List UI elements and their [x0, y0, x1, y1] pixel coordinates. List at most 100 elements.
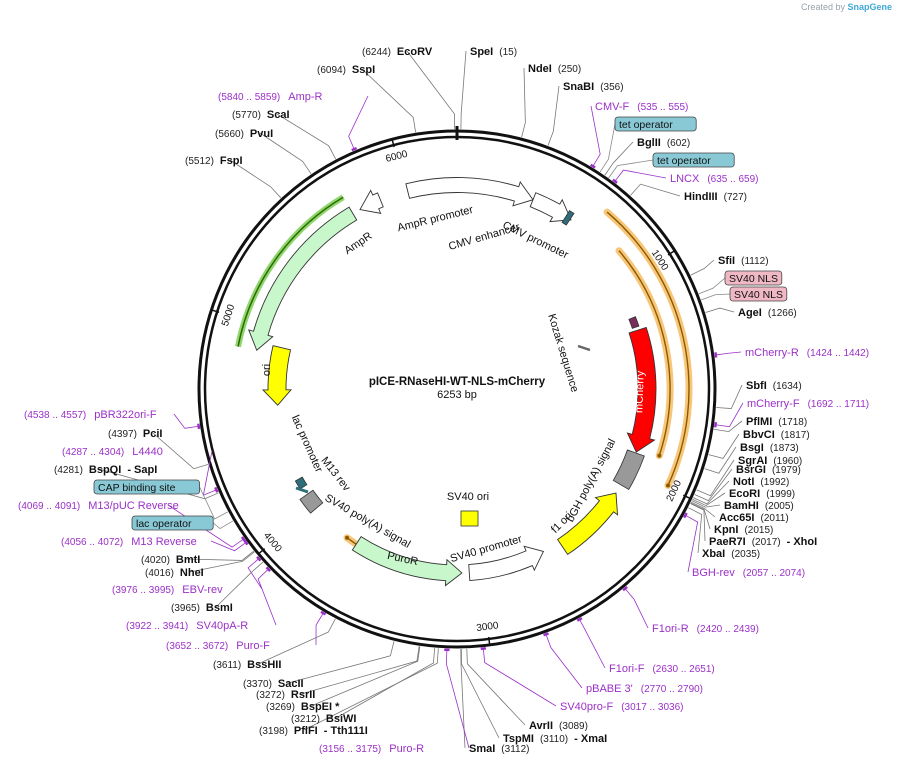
primer-name: mCherry-F — [747, 398, 800, 410]
sv40-promoter-arrow — [468, 545, 545, 582]
site-label-avrii: AvrII(3089) — [529, 720, 588, 732]
site-label-sspi: (6094)SspI — [317, 64, 375, 76]
primer-binding-mark — [480, 647, 487, 651]
site-label-noti: NotI(1992) — [733, 476, 789, 488]
site-position: (3269) — [266, 702, 295, 713]
site-label-ecori: EcoRI(1999) — [729, 488, 795, 500]
feature-box-cap-binding-site: CAP binding site — [93, 479, 200, 495]
site-name: XbaI — [702, 548, 725, 560]
site-position: (1266) — [768, 308, 797, 319]
primer-binding-mark — [243, 539, 249, 546]
leader-line — [716, 384, 743, 409]
leader-line — [590, 105, 601, 168]
tick-mark — [210, 308, 220, 314]
site-extra-name: - Tth111I — [324, 725, 368, 737]
primer-name: BGH-rev — [692, 567, 735, 579]
site-label-bmti: (4020)BmtI — [141, 554, 200, 566]
site-name: BspQI — [89, 464, 121, 476]
primer-name: pBABE 3' — [586, 683, 633, 695]
leader-line — [460, 50, 467, 130]
leader-line — [630, 183, 681, 197]
primer-binding-mark — [714, 352, 718, 358]
plasmid-length: 6253 bp — [437, 389, 477, 401]
leader-line — [310, 646, 421, 707]
leader-line — [445, 648, 470, 749]
feature-box-bg — [652, 152, 735, 168]
site-name: KpnI — [714, 524, 738, 536]
site-label-scai: (5770)ScaI — [232, 109, 290, 121]
site-label-smai: SmaI (3112) — [469, 743, 529, 755]
primer-label-puro-r: (3156 .. 3175)Puro-R — [319, 743, 424, 755]
primer-range: (535 .. 555) — [637, 102, 688, 113]
leader-line — [152, 432, 209, 470]
leader-line — [215, 561, 264, 608]
primer-label-ebv-rev: (3976 .. 3995)EBV-rev — [112, 584, 223, 596]
tick-mark — [682, 494, 692, 500]
feature-label-ampr-promoter: AmpR promoter — [396, 204, 475, 235]
primer-range: (2770 .. 2790) — [641, 684, 703, 695]
leader-line — [690, 259, 715, 276]
primer-binding-mark — [683, 512, 688, 519]
leader-line — [229, 159, 282, 199]
feature-box-tet-operator: tet operator — [652, 152, 735, 168]
site-label-xbai: XbaI(2035) — [702, 548, 760, 560]
primer-name: L4440 — [132, 446, 163, 458]
primer-name: CMV-F — [595, 101, 630, 113]
site-name: SfiI — [718, 255, 735, 267]
feature-box-text: tet operator — [619, 119, 673, 131]
feature-label-sv40-ori: SV40 ori — [447, 491, 489, 503]
primer-label-mcherry-r: mCherry-R(1424 .. 1442) — [745, 347, 869, 359]
leader-line — [688, 507, 703, 554]
primer-range: (3976 .. 3995) — [112, 585, 174, 596]
ampr-highlight-strand — [237, 196, 344, 347]
site-label-hindiii: HindIII(727) — [684, 191, 747, 203]
site-position: (2005) — [765, 501, 794, 512]
leader-line — [714, 351, 742, 356]
credit-prefix: Created by — [800, 2, 845, 12]
site-name: AgeI — [738, 307, 762, 319]
site-position: (1112) — [741, 256, 768, 267]
primer-range: (4538 .. 4557) — [24, 410, 86, 421]
leader-line — [460, 648, 466, 749]
site-position: (1817) — [781, 430, 810, 441]
feature-box-bg — [131, 515, 214, 531]
primer-name: M13/pUC Reverse — [88, 500, 178, 512]
site-position: (3212) — [291, 714, 320, 725]
primer-label-amp-r: (5840 .. 5859)Amp-R — [218, 91, 323, 103]
primer-name: Puro-F — [236, 640, 270, 652]
primer-range: (5840 .. 5859) — [218, 92, 280, 103]
site-position: (1999) — [766, 489, 795, 500]
site-name: SmaI — [469, 743, 495, 755]
leader-line — [624, 587, 649, 629]
primer-name: SV40pro-F — [560, 701, 613, 713]
primer-name: M13 Reverse — [131, 536, 196, 548]
leader-line — [257, 618, 336, 665]
site-position: (3112) — [501, 744, 529, 755]
site-position: (1992) — [760, 477, 789, 488]
sv40-polya-box — [299, 489, 324, 514]
primer-range: (4056 .. 4072) — [61, 537, 123, 548]
nls-box — [628, 316, 640, 329]
primer-label-f1ori-f: F1ori-F(2630 .. 2651) — [609, 663, 715, 675]
feature-box-sv40-nls: SV40 NLS — [729, 286, 788, 302]
leader-line — [691, 500, 721, 508]
leader-line — [690, 501, 716, 518]
primer-range: (4287 .. 4304) — [62, 447, 124, 458]
site-name: HindIII — [684, 191, 718, 203]
leader-line — [704, 446, 737, 474]
credit-brand: SnapGene — [847, 2, 892, 12]
site-label-paer7i: PaeR7I(2017)- XhoI — [709, 536, 817, 548]
feature-box-bg — [93, 479, 200, 495]
primer-binding-mark — [576, 617, 583, 622]
primer-binding-mark — [351, 146, 358, 152]
feature-label-ampr: AmpR — [342, 230, 374, 257]
primer-label-m13-reverse: (4056 .. 4072) M13 Reverse — [61, 536, 197, 548]
site-label-pflfi: (3198)PflFI- Tth111I — [259, 725, 368, 737]
site-label-rsrii: (3272)RsrII — [256, 689, 315, 701]
snapgene-credit: Created by SnapGene — [801, 2, 892, 12]
tick-label: 6000 — [385, 149, 410, 165]
primer-binding-mark — [713, 421, 718, 428]
site-label-bbvci: BbvCI(1817) — [743, 429, 810, 441]
leader-line — [608, 159, 654, 179]
site-name: PaeR7I — [709, 536, 746, 548]
